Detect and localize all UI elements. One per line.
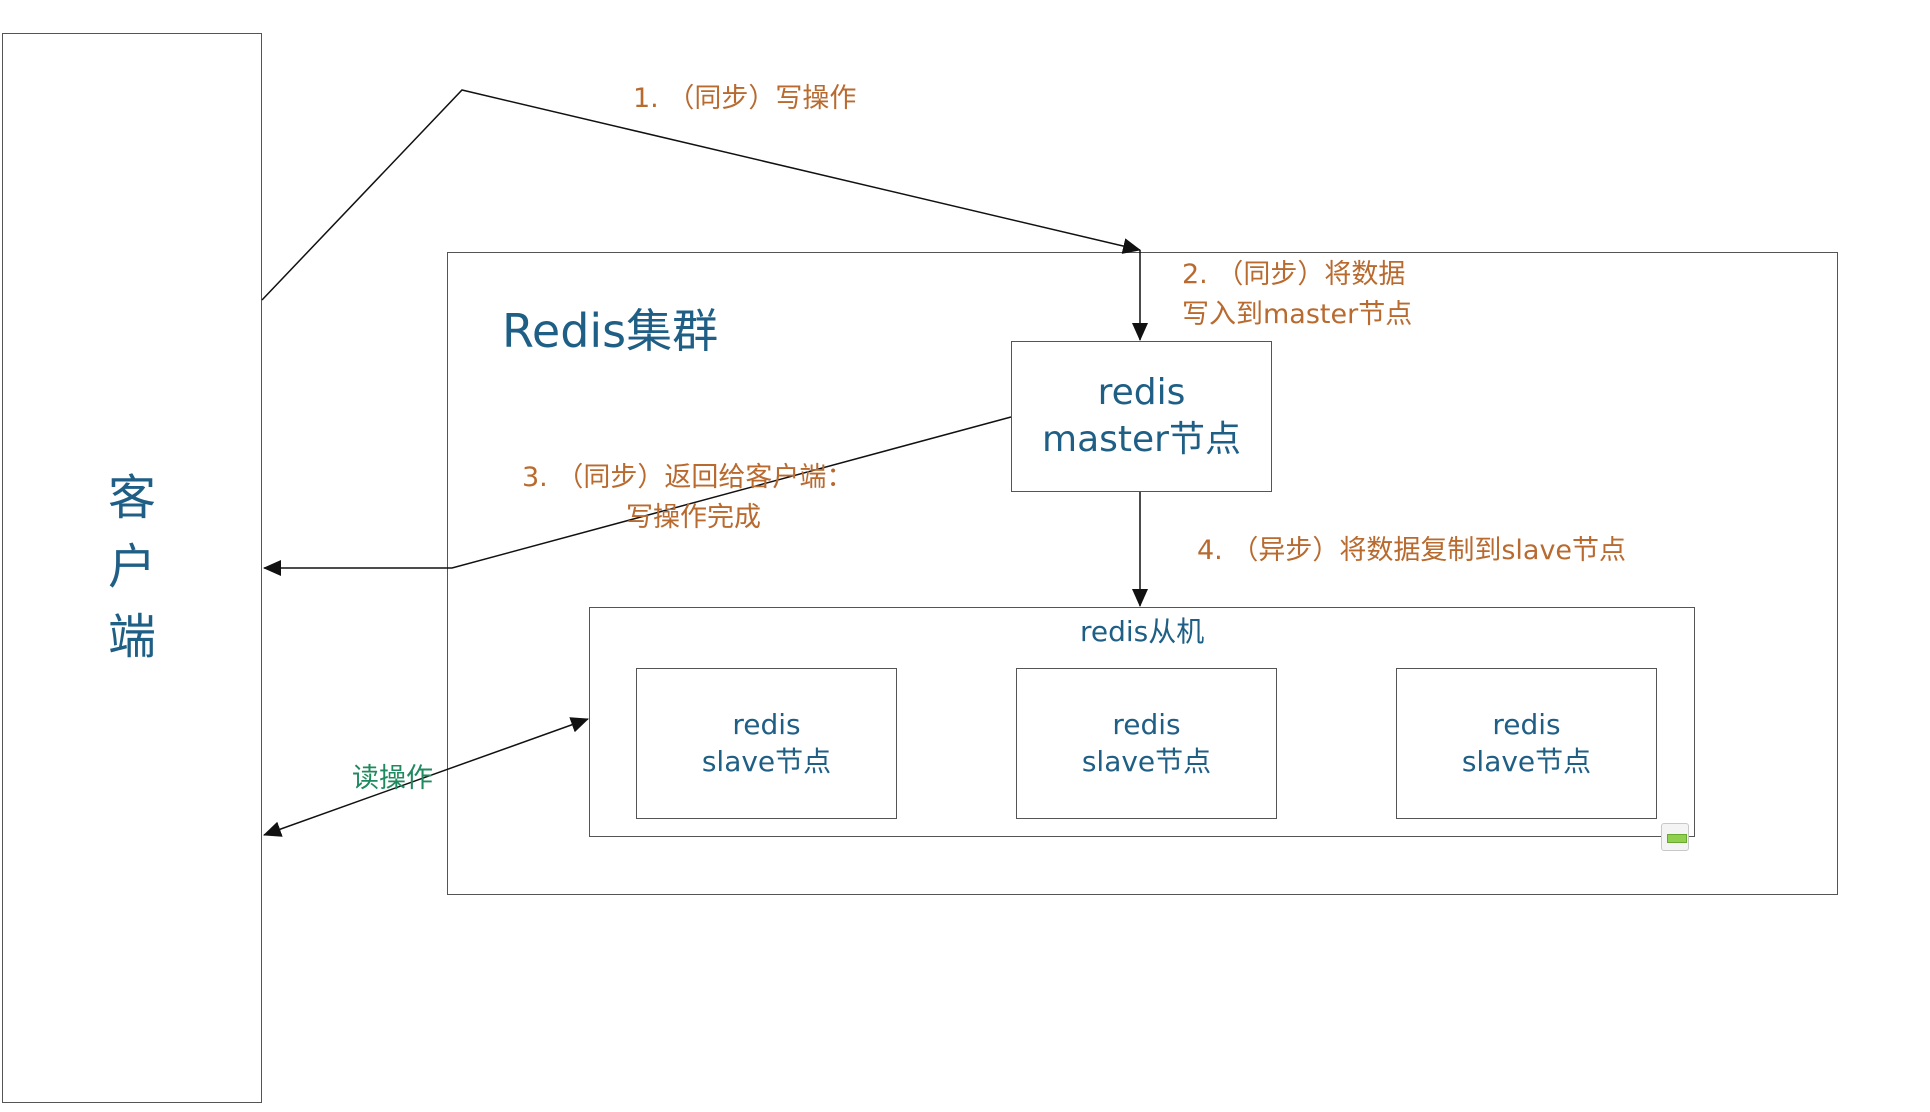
client-char-1: 客 — [107, 469, 156, 526]
cluster-title: Redis集群 — [502, 304, 719, 358]
slave-label-line1: redis — [1112, 708, 1181, 742]
read-arrow[interactable] — [263, 717, 589, 837]
step2-label-line2: 写入到master节点 — [1182, 299, 1413, 330]
slave-group-title: redis从机 — [1080, 615, 1205, 648]
step1-label: 1. （同步）写操作 — [633, 83, 857, 114]
slave-node[interactable]: redis slave节点 — [1016, 668, 1277, 819]
client-char-3: 端 — [107, 608, 156, 665]
client-char-2: 户 — [107, 539, 156, 596]
slave-label-line2: slave节点 — [701, 744, 832, 778]
return-response-arrow[interactable] — [263, 416, 1012, 576]
step3-label-line2: 写操作完成 — [626, 502, 761, 533]
write-request-arrow[interactable] — [261, 89, 1141, 301]
master-label-line2: master节点 — [1042, 418, 1241, 460]
master-label-line1: redis — [1097, 371, 1186, 413]
slave-label-line2: slave节点 — [1461, 744, 1592, 778]
step4-label: 4. （异步）将数据复制到slave节点 — [1197, 535, 1627, 566]
slave-node[interactable]: redis slave节点 — [1396, 668, 1657, 819]
step2-label-line1: 2. （同步）将数据 — [1182, 259, 1406, 290]
slave-node[interactable]: redis slave节点 — [636, 668, 897, 819]
slave-label-line2: slave节点 — [1081, 744, 1212, 778]
resize-handle[interactable] — [1661, 823, 1689, 851]
slave-label-line1: redis — [1492, 708, 1561, 742]
read-label: 读操作 — [352, 763, 433, 794]
slave-label-line1: redis — [732, 708, 801, 742]
client-box[interactable]: 客 户 端 — [2, 33, 262, 1103]
resize-handle-indicator — [1667, 834, 1687, 843]
step3-label-line1: 3. （同步）返回给客户端： — [522, 462, 854, 493]
master-node[interactable]: redis master节点 — [1011, 341, 1272, 492]
